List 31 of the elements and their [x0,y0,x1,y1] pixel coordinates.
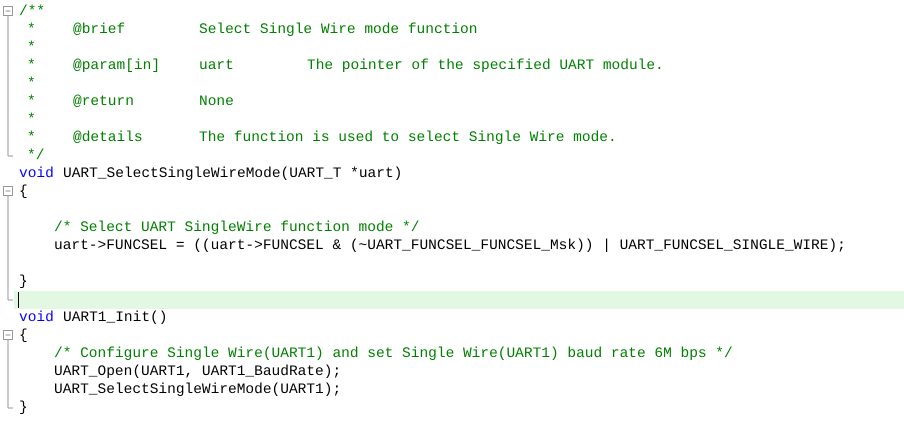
code-comment: /* Configure Single Wire(UART1) and set Single Wire(UART1) baud rate 6M bps */ [54,345,733,363]
code-comment: * [27,75,36,93]
code-comment: * [27,129,36,147]
code-comment: @details [73,129,143,147]
code-comment: */ [27,147,44,165]
code-comment: /** [19,3,46,21]
code-comment: Select Single Wire mode function [199,21,478,39]
code-comment: None [199,93,234,111]
code-comment: uart [199,57,234,75]
code-comment: @param[in] [73,57,160,75]
code-comment: @return [73,93,134,111]
code-text: UART1_Init() [63,309,168,327]
code-keyword: void [19,309,54,327]
code-comment: /* Select UART SingleWire function mode */ [54,219,420,237]
code-text: } [19,273,28,291]
code-text: } [19,399,28,417]
code-comment: @brief [73,21,126,39]
code-keyword: void [19,165,54,183]
code-comment: * [27,93,36,111]
code-comment: The pointer of the specified UART module. [307,57,664,75]
code-comment: * [27,21,36,39]
code-text: UART_SelectSingleWireMode(UART_T *uart) [63,165,402,183]
code-text: { [19,183,28,201]
code-text: UART_SelectSingleWireMode(UART1); [54,381,342,399]
code-comment: The function is used to select Single Wire mode. [199,129,617,147]
code-text: UART_Open(UART1, UART1_BaudRate); [54,363,342,381]
code-comment: * [27,39,36,57]
code-comment: * [27,57,36,75]
code-comment: * [27,111,36,129]
code-text: uart->FUNCSEL = ((uart->FUNCSEL & (~UART_FUNCSEL_FUNCSEL_Msk)) | UART_FUNCSEL_SINGLE_WIRE); [54,237,846,255]
code-text: { [19,327,28,345]
